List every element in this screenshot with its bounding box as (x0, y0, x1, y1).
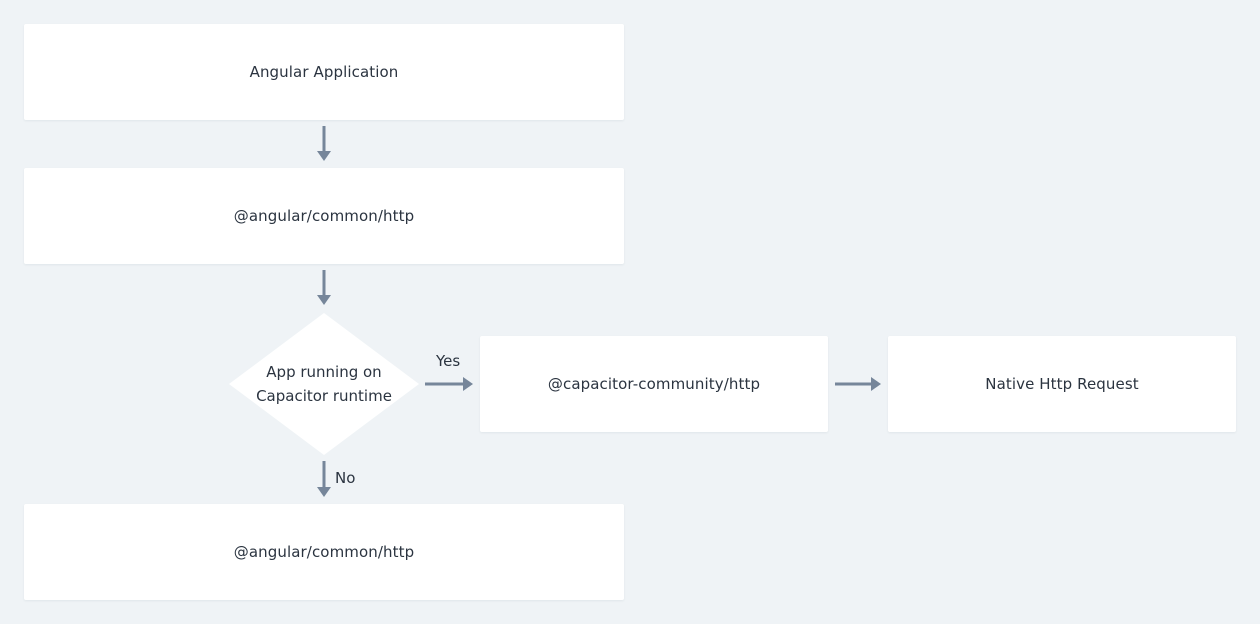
arrow-app-to-http (317, 126, 331, 161)
node-label: Angular Application (249, 63, 399, 81)
node-label: @angular/common/http (233, 207, 415, 225)
decision-label-line1: App running on (266, 363, 382, 381)
node-label: @angular/common/http (233, 543, 415, 561)
arrow-decision-yes (425, 377, 473, 391)
node-label: @capacitor-community/http (547, 375, 761, 393)
node-angular-application: Angular Application (24, 24, 624, 120)
decision-capacitor-runtime: App running on Capacitor runtime (228, 312, 420, 456)
node-label: Native Http Request (985, 375, 1139, 393)
edge-label-yes: Yes (436, 352, 461, 370)
edge-label-no: No (335, 469, 356, 487)
node-angular-common-http-fallback: @angular/common/http (24, 504, 624, 600)
node-capacitor-community-http: @capacitor-community/http (480, 336, 828, 432)
node-native-http-request: Native Http Request (888, 336, 1236, 432)
arrow-capacitor-to-native (835, 377, 881, 391)
decision-label-line2: Capacitor runtime (256, 387, 392, 405)
decision-diamond (229, 313, 419, 455)
arrow-decision-no (317, 461, 331, 497)
arrow-http-to-decision (317, 270, 331, 305)
node-angular-common-http: @angular/common/http (24, 168, 624, 264)
